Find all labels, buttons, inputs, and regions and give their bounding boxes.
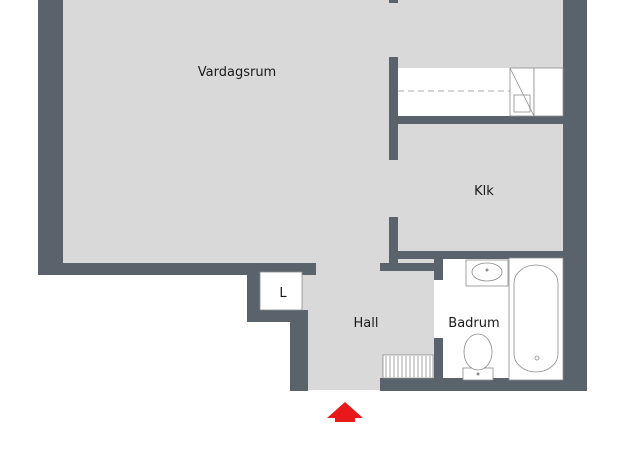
wall-hall-top xyxy=(380,263,442,271)
room-label-hall: Hall xyxy=(354,316,379,331)
walls xyxy=(38,0,587,391)
toilet-icon xyxy=(463,333,493,371)
wall-bottom-left xyxy=(290,378,308,391)
closet-box xyxy=(259,271,303,311)
wall-top-stub xyxy=(389,0,398,3)
door-mat xyxy=(382,354,434,379)
wall-inner-upper xyxy=(389,57,398,160)
hall-lower-floor xyxy=(308,370,383,390)
wall-closet-bottom xyxy=(247,310,302,322)
wall-bath-left-lower xyxy=(434,338,443,382)
wall-left xyxy=(38,0,63,275)
bathroom-fixtures xyxy=(462,257,564,381)
floor-areas xyxy=(63,0,563,390)
bathtub-icon xyxy=(508,257,564,381)
room-label-living: Vardagsrum xyxy=(198,65,276,80)
sink-icon xyxy=(465,259,509,287)
wall-kitchen-top xyxy=(389,116,563,124)
entrance-arrow-icon xyxy=(327,402,363,422)
stove-icon xyxy=(533,67,564,117)
wall-right xyxy=(563,0,587,391)
wall-living-bottom xyxy=(38,263,316,275)
room-label-bathroom: Badrum xyxy=(448,316,499,331)
kitchen-fixtures xyxy=(398,67,564,117)
wall-kitchen-bottom xyxy=(398,251,563,259)
wall-bottom-right xyxy=(380,378,587,391)
room-label-kitchen: Klk xyxy=(474,184,494,199)
wall-bath-left-upper xyxy=(434,258,443,280)
room-label-closet: L xyxy=(279,286,287,301)
wall-closet-left xyxy=(247,270,260,322)
wall-hall-left xyxy=(290,310,308,390)
wall-inner-lower xyxy=(389,217,398,267)
living-room-floor xyxy=(63,0,563,263)
